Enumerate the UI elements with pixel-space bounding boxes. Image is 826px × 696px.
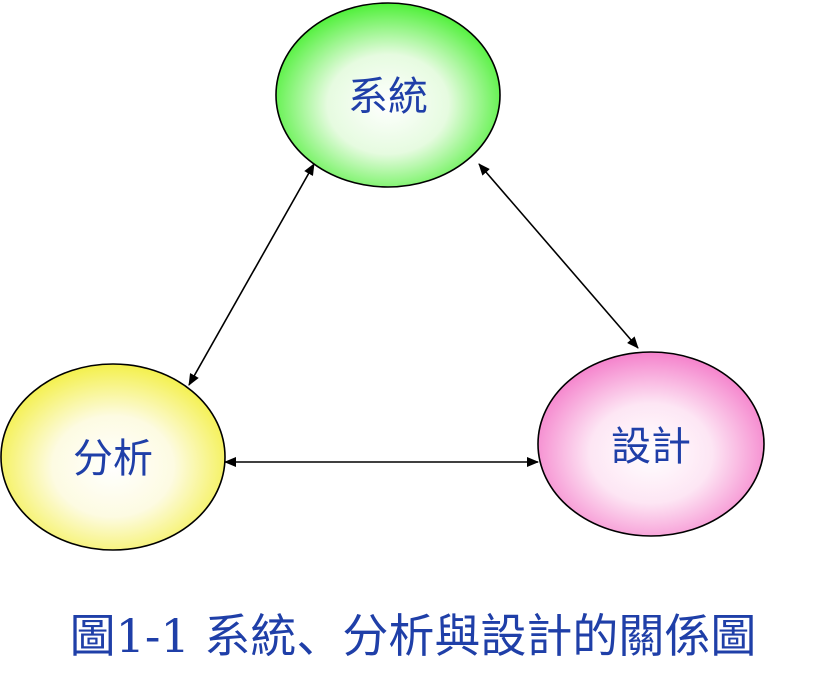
node-analysis-label: 分析 [73,436,153,482]
node-system: 系統 [275,2,501,188]
figure-caption: 圖1-1 系統、分析與設計的關係圖 [69,609,757,663]
arrow-system-design [478,163,639,349]
node-design: 設計 [537,351,765,537]
node-design-label: 設計 [611,424,691,470]
arrow-system-analysis [188,163,315,386]
node-system-label: 系統 [348,74,428,120]
node-design-shape [537,351,765,537]
node-analysis: 分析 [0,363,226,551]
relationship-diagram: 系統 分析 設計 [0,2,765,551]
node-system-shape [275,2,501,188]
node-analysis-shape [0,363,226,551]
